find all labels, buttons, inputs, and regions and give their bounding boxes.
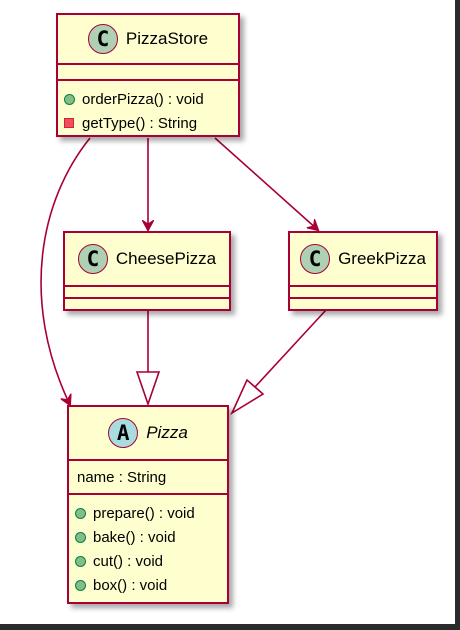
class-pizzastore-header: C PizzaStore <box>58 15 238 65</box>
association-store-to-pizza <box>40 137 91 405</box>
class-name: CheesePizza <box>115 249 217 268</box>
class-cheesepizza-methods <box>65 299 229 309</box>
class-pizza-fields: name : String <box>69 461 227 495</box>
public-visibility-icon <box>75 555 86 567</box>
class-pizzastore-fields <box>58 65 238 81</box>
method-row: prepare() : void <box>69 501 227 525</box>
class-greekpizza-fields <box>290 287 436 299</box>
class-name: GreekPizza <box>338 249 426 268</box>
method-label: bake() : void <box>93 528 176 546</box>
class-stereotype-icon: C <box>77 244 108 274</box>
class-name: Pizza <box>146 423 188 442</box>
inheritance-greekpizza-to-pizza-line <box>254 309 327 388</box>
class-pizzastore-methods: orderPizza() : void getType() : String <box>58 81 238 135</box>
public-visibility-icon <box>64 93 75 105</box>
method-row: orderPizza() : void <box>58 87 238 111</box>
abstract-stereotype-icon: A <box>108 418 139 448</box>
method-label: getType() : String <box>82 114 198 132</box>
field-row: name : String <box>77 465 227 489</box>
class-cheesepizza-header: C CheesePizza <box>65 233 229 287</box>
class-stereotype-icon: C <box>87 24 118 54</box>
method-row: bake() : void <box>69 525 227 549</box>
inheritance-greekpizza-to-pizza-arrowhead <box>230 378 265 416</box>
diagram-canvas: C PizzaStore orderPizza() : void getType… <box>0 0 455 624</box>
association-store-to-greekpizza <box>214 137 318 230</box>
class-greekpizza-methods <box>290 299 436 309</box>
class-pizza-header: A Pizza <box>69 407 227 461</box>
method-label: prepare() : void <box>93 504 195 522</box>
class-pizza[interactable]: A Pizza name : String prepare() : void b… <box>67 405 229 604</box>
class-name: PizzaStore <box>125 29 209 48</box>
class-cheesepizza-fields <box>65 287 229 299</box>
class-pizza-methods: prepare() : void bake() : void cut() : v… <box>69 495 227 597</box>
class-stereotype-icon: C <box>300 244 331 274</box>
field-label: name : String <box>77 468 167 486</box>
method-row: box() : void <box>69 573 227 597</box>
public-visibility-icon <box>75 507 86 519</box>
method-row: cut() : void <box>69 549 227 573</box>
class-greekpizza[interactable]: C GreekPizza <box>288 231 438 311</box>
method-row: getType() : String <box>58 111 238 135</box>
method-label: box() : void <box>93 576 168 594</box>
class-pizzastore[interactable]: C PizzaStore orderPizza() : void getType… <box>56 13 240 137</box>
inheritance-cheesepizza-to-pizza-arrowhead <box>135 371 161 407</box>
public-visibility-icon <box>75 531 86 543</box>
class-greekpizza-header: C GreekPizza <box>290 233 436 287</box>
class-cheesepizza[interactable]: C CheesePizza <box>63 231 231 311</box>
relations-layer <box>40 137 327 416</box>
public-visibility-icon <box>75 579 86 591</box>
method-label: orderPizza() : void <box>82 90 204 108</box>
method-label: cut() : void <box>93 552 164 570</box>
private-visibility-icon <box>64 118 74 128</box>
